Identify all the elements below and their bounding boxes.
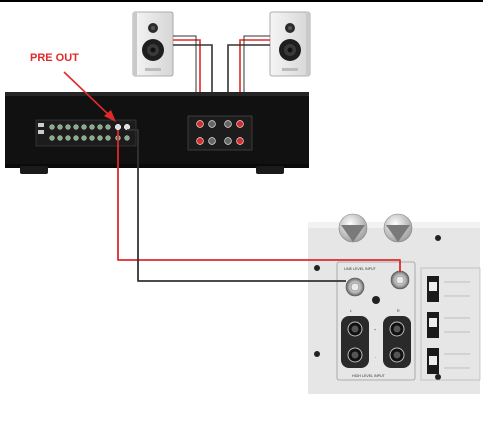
speaker-terminal [196, 120, 204, 128]
speaker-terminal-panel [187, 115, 253, 151]
high-level-terminals-left [341, 316, 369, 368]
high-level-terminals-right [383, 316, 411, 368]
subwoofer-knob [383, 213, 413, 243]
screw-icon [435, 235, 441, 241]
screw-icon [314, 351, 320, 357]
speaker-terminal [208, 120, 216, 128]
speaker-terminal [224, 137, 232, 145]
right-speaker [269, 11, 311, 77]
speaker-terminal [236, 120, 244, 128]
speaker-terminal [224, 120, 232, 128]
ground-post [372, 296, 380, 304]
high-level-input-label: HIGH LEVEL INPUT [352, 374, 386, 378]
amplifier-foot [256, 166, 284, 174]
speaker-terminal [196, 137, 204, 145]
pre-out-jack-right [123, 123, 131, 131]
left-speaker [132, 11, 174, 77]
red-rca-cable [117, 130, 401, 272]
top-border [0, 0, 483, 2]
subwoofer-knob [338, 213, 368, 243]
amplifier-foot [20, 166, 48, 174]
pre-out-arrow [63, 71, 116, 122]
subwoofer-panel: LINE LEVEL INPUT L R [308, 213, 481, 394]
rca-input-panel [35, 119, 137, 147]
pre-out-label: PRE OUT [30, 52, 79, 64]
black-rca-cable [127, 129, 346, 282]
high-level-right-label: R [397, 309, 400, 313]
screw-icon [435, 374, 441, 380]
high-level-left-label: L [350, 309, 352, 313]
switch-panel [420, 267, 481, 381]
pre-out-jack-left [114, 123, 122, 131]
amplifier [5, 92, 309, 174]
screw-icon [314, 265, 320, 271]
speaker-terminal [236, 137, 244, 145]
minus-polarity-label: - [375, 355, 377, 359]
interconnect-cables [117, 129, 401, 282]
plus-polarity-label: + [374, 328, 376, 332]
line-level-input-label: LINE LEVEL INPUT [344, 267, 377, 271]
speaker-terminal [208, 137, 216, 145]
